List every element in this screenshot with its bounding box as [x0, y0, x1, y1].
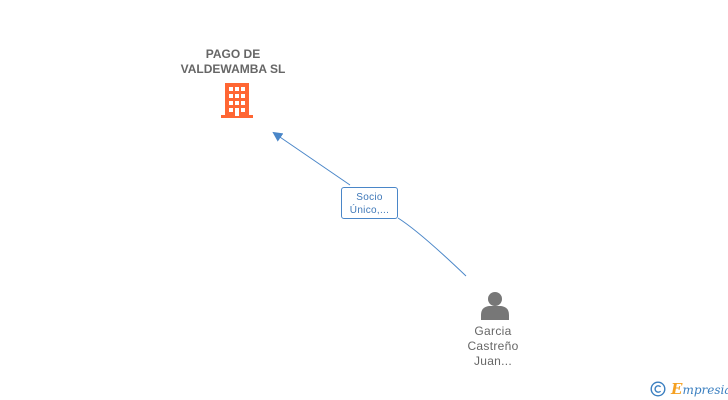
- person-name-line1: Garcia: [474, 324, 512, 338]
- brand-name: Empresia: [671, 380, 728, 398]
- person-name-line2: Castreño: [467, 339, 519, 353]
- person-icon[interactable]: [480, 290, 510, 320]
- relation-label-line2: Único,...: [349, 205, 390, 216]
- brand-initial: E: [671, 380, 683, 398]
- brand-rest: mpresia: [682, 383, 728, 397]
- person-name[interactable]: Garcia Castreño Juan...: [443, 324, 543, 369]
- copyright-icon: [650, 381, 666, 397]
- company-name-line1: PAGO DE: [205, 47, 261, 61]
- company-name[interactable]: PAGO DE VALDEWAMBA SL: [153, 47, 313, 77]
- relation-label[interactable]: Socio Único,...: [341, 187, 398, 219]
- company-name-line2: VALDEWAMBA SL: [180, 62, 286, 76]
- edge-line: [274, 133, 467, 277]
- building-icon[interactable]: [221, 83, 253, 119]
- person-name-line3: Juan...: [473, 354, 513, 368]
- relation-label-line1: Socio: [356, 192, 383, 203]
- brand-watermark: Empresia: [650, 379, 728, 399]
